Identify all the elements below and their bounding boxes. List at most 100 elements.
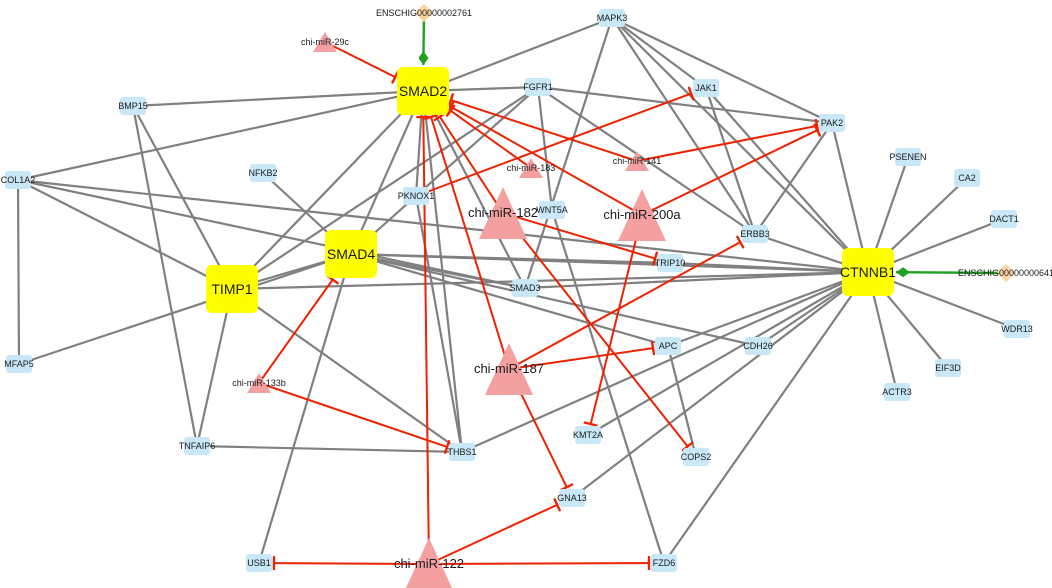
node-label: WNT5A: [536, 205, 568, 215]
node-fgfr1[interactable]: FGFR1: [523, 78, 553, 96]
node-cops2[interactable]: COPS2: [681, 448, 712, 466]
node-label: ERBB3: [740, 229, 770, 239]
gene-shape: [935, 359, 961, 377]
edge-timp1-ctnnb1: [231, 270, 869, 291]
edge-fgfr1-smad4: [350, 86, 539, 255]
edge-ctnnb1-kmt2a: [587, 271, 869, 436]
edge-mapk3-jak1: [611, 17, 707, 89]
node-smad4[interactable]: SMAD4: [325, 230, 377, 278]
edge-mapk3-ctnnb1: [611, 17, 869, 273]
node-label: SMAD3: [509, 283, 540, 293]
node-mir200a[interactable]: chi-miR-200a: [603, 189, 681, 241]
hub-gene-shape: [206, 265, 258, 313]
node-apc[interactable]: APC: [655, 337, 681, 355]
edge-col1a2-smad3: [17, 178, 526, 290]
gene-shape: [819, 114, 845, 132]
gene-shape: [403, 187, 429, 205]
node-smad2[interactable]: SMAD2: [397, 67, 449, 115]
hub-gene-shape: [397, 67, 449, 115]
edge-smad2-smad3: [422, 90, 526, 289]
node-usb1[interactable]: USB1: [246, 554, 272, 572]
node-label: CA2: [958, 173, 976, 183]
node-wnt5a[interactable]: WNT5A: [536, 201, 568, 219]
node-mir29c[interactable]: chi-miR-29c: [301, 32, 350, 52]
node-ens2761[interactable]: ENSCHIG00000002761: [376, 4, 472, 22]
edge-mir141-smad2: [447, 93, 638, 162]
mirna-shape: [485, 343, 533, 395]
node-mir133b[interactable]: chi-miR-133b: [232, 373, 286, 393]
mirna-shape: [405, 538, 453, 588]
node-label: GNA13: [557, 493, 587, 503]
node-ca2[interactable]: CA2: [954, 169, 980, 187]
node-col1a2[interactable]: COL1A2: [1, 171, 36, 189]
node-label: PKNOX1: [398, 191, 435, 201]
gene-shape: [184, 437, 210, 455]
node-timp1[interactable]: TIMP1: [206, 265, 258, 313]
gene-shape: [575, 426, 601, 444]
gene-shape: [693, 79, 719, 97]
node-gna13[interactable]: GNA13: [557, 489, 587, 507]
edge-mapk3-erbb3: [611, 17, 756, 235]
node-mir183[interactable]: chi-miR-183: [507, 158, 556, 178]
gene-shape: [954, 169, 980, 187]
node-trip10[interactable]: TRIP10: [655, 254, 686, 272]
node-eif3d[interactable]: EIF3D: [935, 359, 961, 377]
node-mir141[interactable]: chi-miR-141: [613, 151, 662, 171]
node-mir122[interactable]: chi-miR-122: [394, 538, 464, 588]
edge-pak2-ctnnb1: [830, 122, 870, 273]
mirna-shape: [479, 187, 527, 239]
node-nfkb2[interactable]: NFKB2: [248, 164, 278, 182]
node-label: USB1: [247, 558, 271, 568]
node-mir182[interactable]: chi-miR-182: [468, 187, 538, 239]
node-smad3[interactable]: SMAD3: [509, 279, 541, 297]
edge-col1a2-ctnnb1: [17, 178, 869, 274]
node-label: FZD6: [653, 558, 676, 568]
node-wdr13[interactable]: WDR13: [1001, 320, 1033, 338]
edge-mir122-smad2: [416, 115, 431, 565]
node-mir187[interactable]: chi-miR-187: [474, 343, 544, 395]
edge-ctnnb1-fzd6: [663, 271, 869, 564]
edge-trip10-ctnnb1: [669, 261, 869, 274]
node-label: chi-miR-141: [613, 156, 662, 166]
edge-ctnnb1-gna13: [571, 271, 869, 499]
node-psenen[interactable]: PSENEN: [889, 148, 927, 166]
node-bmp15[interactable]: BMP15: [118, 97, 148, 115]
edge-mfap5-smad4: [18, 252, 352, 366]
node-label: SMAD4: [327, 246, 375, 262]
node-ctnnb1[interactable]: CTNNB1: [840, 248, 896, 296]
node-mapk3[interactable]: MAPK3: [597, 9, 628, 27]
node-cdh26[interactable]: CDH26: [743, 337, 773, 355]
gene-shape: [5, 171, 31, 189]
node-mfap5[interactable]: MFAP5: [4, 355, 34, 373]
lncrna-shape: [997, 264, 1015, 282]
node-label: FGFR1: [523, 82, 553, 92]
edge-mir122-fzd6: [428, 555, 651, 571]
node-kmt2a[interactable]: KMT2A: [573, 426, 603, 444]
gene-shape: [512, 279, 538, 297]
gene-shape: [745, 337, 771, 355]
node-dact1[interactable]: DACT1: [989, 210, 1019, 228]
node-pknox1[interactable]: PKNOX1: [398, 187, 435, 205]
node-label: chi-miR-200a: [603, 207, 681, 222]
edge-timp1-tnfaip6: [195, 288, 234, 447]
node-jak1[interactable]: JAK1: [693, 79, 719, 97]
edge-bmp15-tnfaip6: [131, 105, 199, 447]
node-label: TNFAIP6: [179, 441, 216, 451]
edge-pknox1-thbs1: [414, 195, 464, 453]
mirna-shape: [313, 32, 337, 52]
gene-shape: [884, 383, 910, 401]
node-ens0641[interactable]: ENSCHIG00000000641: [958, 264, 1052, 282]
node-fzd6[interactable]: FZD6: [651, 554, 677, 572]
hub-gene-shape: [842, 248, 894, 296]
node-label: TRIP10: [655, 258, 686, 268]
gene-shape: [651, 554, 677, 572]
gene-shape: [250, 164, 276, 182]
node-label: APC: [659, 341, 678, 351]
edge-mapk3-smad3: [523, 17, 614, 289]
node-thbs1[interactable]: THBS1: [447, 443, 477, 461]
node-erbb3[interactable]: ERBB3: [740, 225, 770, 243]
node-tnfaip6[interactable]: TNFAIP6: [179, 437, 216, 455]
node-pak2[interactable]: PAK2: [819, 114, 845, 132]
node-actr3[interactable]: ACTR3: [882, 383, 912, 401]
